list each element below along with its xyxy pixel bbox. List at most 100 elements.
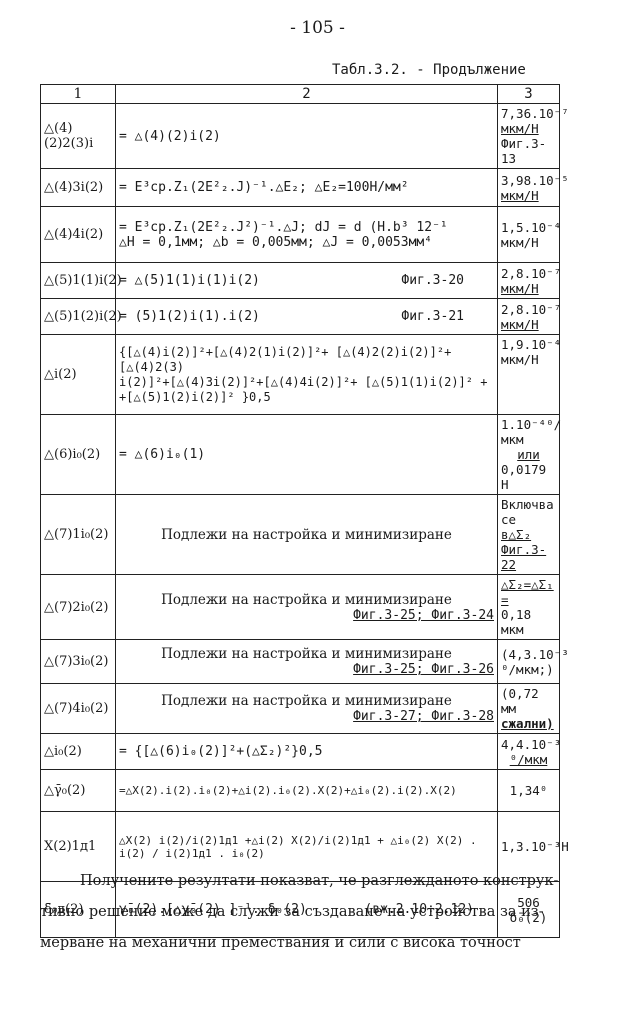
value-unit: сжални): [501, 716, 554, 731]
table-row: δ̄₀д(2) γ̄₀(2).[△γ̄₀(2) ]⁻¹. δ₀(2)(вж.2.…: [40, 881, 560, 938]
formula-line: Подлежи на настройка и минимизиране: [161, 591, 452, 608]
formula-line: {[△(4)i(2)]²+[△(4)2(1)i(2)]²+ [△(4)2(2)i…: [119, 344, 452, 374]
table-row: △i(2) {[△(4)i(2)]²+[△(4)2(1)i(2)]²+ [△(4…: [40, 334, 562, 415]
formula-line: = (5)1(2)i(1).i(2): [119, 309, 260, 324]
symbol-cell: △i(2): [40, 334, 116, 415]
data-table: 1 2 3 △(4)(2)2(3)i = △(4)(2)i(2) 7,36.10…: [40, 84, 569, 938]
value-line: 7,36.10⁻⁷: [501, 106, 569, 121]
figure-ref: Фиг.3-25; Фиг.3-24: [353, 607, 494, 623]
formula-cell: {[△(4)i(2)]²+[△(4)2(1)i(2)]²+ [△(4)2(2)i…: [115, 334, 498, 415]
value-cell: 1,5.10⁻⁴ мкм/Н: [497, 206, 562, 263]
value-unit: мкм/Н: [501, 316, 539, 332]
header-col2: 2: [115, 84, 498, 104]
figure-ref: Фиг.3-27; Фиг.3-28: [353, 709, 494, 724]
value-cell: Включва се в△Σ₂ Фиг.3-22: [497, 494, 560, 575]
figure-ref: Фиг.3-21: [401, 309, 464, 324]
figure-ref: Фиг.3-20: [401, 273, 464, 288]
value-unit: ⁰/мкм;): [501, 661, 554, 677]
value-line: 2,8.10⁻⁷: [501, 301, 562, 317]
value-cell: △Σ₂=△Σ₁ = 0,18 мкм: [497, 574, 560, 640]
table-row: △i₀(2) = {[△(6)i₀(2)]²+(△Σ₂)²}0,5 4,4.10…: [40, 733, 562, 770]
paragraph-line: мерване на механични премествания и сили…: [40, 935, 521, 951]
formula-cell: = E³ср.Z₁(2E²₂.J)⁻¹.△E₂; △E₂=100Н/мм²: [115, 168, 498, 207]
table-row: △(7)2i₀(2) Подлежи на настройка и миними…: [40, 574, 560, 640]
value-cell: (4,3.10⁻³ ⁰/мкм;): [497, 639, 569, 684]
formula-cell: = (5)1(2)i(1).i(2) Фиг.3-21: [115, 298, 498, 335]
symbol-cell: △(4)3i(2): [40, 168, 116, 207]
formula-cell: △X(2) i(2)/i(2)1д1 +△i(2) X(2)/i(2)1д1 +…: [115, 811, 498, 882]
value-unit: мкм/Н: [501, 234, 539, 250]
formula-cell: Подлежи на настройка и минимизиране: [115, 494, 498, 575]
formula-cell: = △(6)i₀(1): [115, 414, 498, 495]
table-header-row: 1 2 3: [40, 84, 560, 104]
value-line: 4,4.10⁻³: [501, 736, 562, 752]
symbol-cell: △(7)4i₀(2): [40, 683, 116, 734]
value-unit: мкм/Н: [501, 121, 539, 136]
value-cell: (0,72 мм сжални): [497, 683, 560, 734]
symbol-cell: △(6)i₀(2): [40, 414, 116, 495]
table-row: △(6)i₀(2) = △(6)i₀(1) 1.10⁻⁴⁰/мкм или 0,…: [40, 414, 562, 495]
symbol-cell: △(7)3i₀(2): [40, 639, 116, 684]
header-col3: 3: [497, 84, 560, 104]
table-row: X(2)1д1 △X(2) i(2)/i(2)1д1 +△i(2) X(2)/i…: [40, 811, 569, 882]
paragraph-line: тивно решение може да служи за създаване…: [40, 904, 544, 920]
symbol-cell: △(7)2i₀(2): [40, 574, 116, 640]
formula-line: Подлежи на настройка и минимизиране: [161, 646, 452, 662]
table-row: △(4)4i(2) = E³ср.Z₁(2E²₂.J²)⁻¹.△J; dJ = …: [40, 206, 562, 263]
symbol-cell: X(2)1д1: [40, 811, 116, 882]
value-line: 1.10⁻⁴⁰/мкм: [501, 417, 562, 447]
value-unit: мкм/Н: [501, 280, 539, 296]
value-cell: 4,4.10⁻³ ⁰/мкм: [497, 733, 562, 770]
table-caption: Табл.3.2. - Продължение: [332, 62, 526, 78]
formula-cell: = E³ср.Z₁(2E²₂.J²)⁻¹.△J; dJ = d (H.b³ 12…: [115, 206, 498, 263]
conclusion-paragraph: Получените резултати показват, че разгле…: [40, 866, 595, 959]
table-row: △(7)4i₀(2) Подлежи на настройка и миними…: [40, 683, 560, 734]
table-row: △(4)(2)2(3)i = △(4)(2)i(2) 7,36.10⁻⁷ мкм…: [40, 103, 569, 169]
value-cell: 2,8.10⁻⁷ мкм/Н: [497, 298, 562, 335]
paragraph-line: Получените резултати показват, че разгле…: [80, 873, 559, 889]
table-row: △(4)3i(2) = E³ср.Z₁(2E²₂.J)⁻¹.△E₂; △E₂=1…: [40, 168, 569, 207]
value-line: 1,5.10⁻⁴: [501, 219, 562, 235]
symbol-cell: △(5)1(2)i(2): [40, 298, 122, 335]
formula-line: i(2)]²+[△(4)3i(2)]²+[△(4)4i(2)]²+ [△(5)1…: [119, 374, 488, 389]
figure-ref: Фиг.3-25; Фиг.3-26: [353, 662, 494, 677]
value-line: Включва се: [501, 497, 554, 527]
table-row: △(7)1i₀(2) Подлежи на настройка и миними…: [40, 494, 560, 575]
table-row: △γ̄₀(2) =△X(2).i(2).i₀(2)+△i(2).i₀(2).X(…: [40, 769, 560, 812]
value-line: 3,98.10⁻⁵: [501, 172, 569, 188]
value-cell: 506 δ̄₀(2): [497, 881, 560, 938]
symbol-cell: △(4)4i(2): [40, 206, 116, 263]
table-row: △(7)3i₀(2) Подлежи на настройка и миними…: [40, 639, 569, 684]
value-unit: 0,18 мкм: [501, 607, 532, 637]
symbol-cell: △(5)1(1)i(2): [40, 262, 122, 299]
symbol-cell: △(7)1i₀(2): [40, 494, 116, 575]
formula-cell: Подлежи на настройка и минимизиране Фиг.…: [115, 683, 498, 734]
value-line: (0,72 мм: [501, 686, 539, 716]
symbol-cell: △i₀(2): [40, 733, 116, 770]
value-figure: Фиг.3-13: [501, 136, 547, 166]
figure-ref: (вж.2.10÷2.12): [364, 902, 474, 917]
value-cell: 3,98.10⁻⁵ мкм/Н: [497, 168, 569, 207]
value-line: 1,9.10⁻⁴: [501, 337, 562, 352]
formula-cell: = {[△(6)i₀(2)]²+(△Σ₂)²}0,5: [115, 733, 498, 770]
value-cell: 1,34⁰: [497, 769, 560, 812]
symbol-cell: △(4)(2)2(3)i: [40, 103, 116, 169]
value-unit: мкм/Н: [501, 187, 539, 203]
formula-line: Подлежи на настройка и минимизиране: [161, 693, 452, 709]
formula-line: △H = 0,1мм; △b = 0,005мм; △J = 0,0053мм⁴: [119, 234, 433, 250]
value-line: △Σ₂=△Σ₁ =: [501, 577, 554, 607]
value-figure: 0,0179 Н: [501, 462, 547, 492]
value-cell: 2,8.10⁻⁷ мкм/Н: [497, 262, 561, 299]
formula-line: = △(5)1(1)i(1)i(2): [119, 273, 260, 288]
value-cell: 7,36.10⁻⁷ мкм/Н Фиг.3-13: [497, 103, 569, 169]
formula-cell: Подлежи на настройка и минимизиране Фиг.…: [115, 639, 498, 684]
formula-cell: Подлежи на настройка и минимизиране Фиг.…: [115, 574, 498, 640]
header-col1: 1: [40, 84, 116, 104]
value-figure: Фиг.3-22: [501, 542, 547, 572]
formula-line: +[△(5)1(2)i(2)]² }0,5: [119, 389, 271, 404]
page-number: - 105 -: [290, 18, 345, 38]
value-unit: мкм/Н: [501, 352, 539, 367]
formula-line: = E³ср.Z₁(2E²₂.J²)⁻¹.△J; dJ = d (H.b³ 12…: [119, 219, 448, 235]
symbol-cell: δ̄₀д(2): [40, 881, 116, 938]
formula-cell: = △(5)1(1)i(1)i(2) Фиг.3-20: [115, 262, 498, 299]
